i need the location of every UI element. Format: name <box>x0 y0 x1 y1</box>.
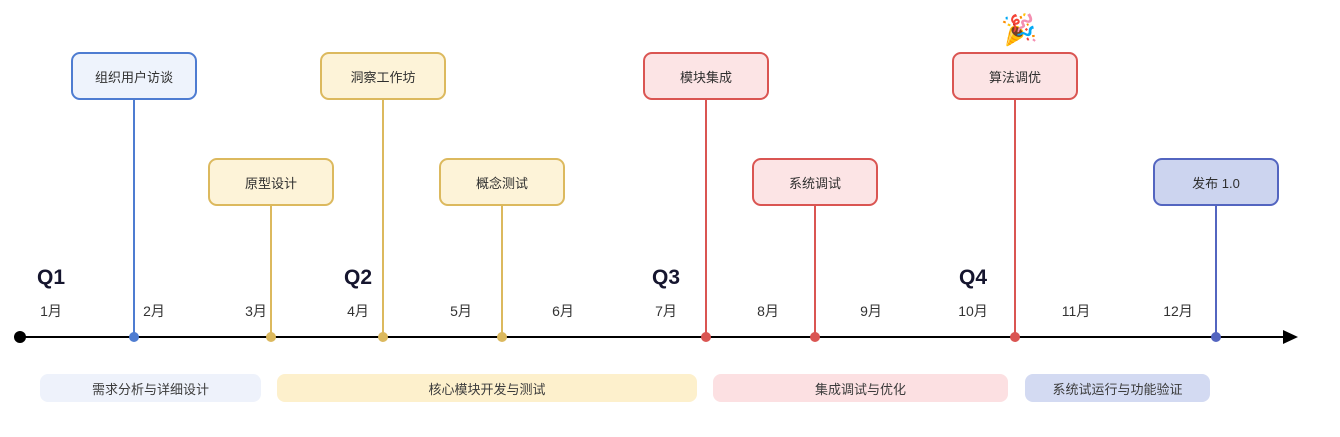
milestone-stem <box>814 205 816 337</box>
month-label: 11月 <box>1061 303 1091 319</box>
phase-bar-integration-optimization: 集成调试与优化 <box>713 374 1008 402</box>
phase-bar-core-development: 核心模块开发与测试 <box>277 374 697 402</box>
milestone-card-insight-workshop: 洞察工作坊 <box>320 52 446 100</box>
month-label: 1月 <box>40 303 62 319</box>
quarter-label-q3: Q3 <box>651 266 680 289</box>
milestone-card-prototype-design: 原型设计 <box>208 158 334 206</box>
milestone-label: 系统调试 <box>788 175 841 191</box>
month-label: 4月 <box>347 303 369 319</box>
month-label: 9月 <box>860 303 882 319</box>
phase-bar-requirements: 需求分析与详细设计 <box>40 374 261 402</box>
milestone-label: 组织用户访谈 <box>94 69 173 85</box>
milestone-stem <box>501 205 503 337</box>
milestone-card-release-1-0: 发布 1.0 <box>1153 158 1279 206</box>
month-label: 8月 <box>757 303 779 319</box>
party-popper-icon: 🎉 <box>999 11 1039 48</box>
milestone-dot <box>1211 332 1221 342</box>
milestone-dot <box>497 332 507 342</box>
phase-label: 集成调试与优化 <box>814 381 906 397</box>
axis-arrow-icon <box>1283 330 1298 344</box>
milestone-label: 模块集成 <box>679 69 732 85</box>
phase-label: 系统试运行与功能验证 <box>1052 381 1183 397</box>
milestone-card-concept-test: 概念测试 <box>439 158 565 206</box>
milestone-stem <box>382 99 384 337</box>
phase-label: 核心模块开发与测试 <box>428 381 546 397</box>
milestone-stem <box>270 205 272 337</box>
month-label: 5月 <box>450 303 472 319</box>
month-label: 10月 <box>958 303 988 319</box>
milestone-label: 原型设计 <box>244 175 297 191</box>
month-label: 3月 <box>245 303 267 319</box>
milestone-dot <box>701 332 711 342</box>
milestone-label: 算法调优 <box>988 69 1041 85</box>
milestone-dot <box>266 332 276 342</box>
quarter-label-q4: Q4 <box>958 266 987 289</box>
month-label: 7月 <box>655 303 677 319</box>
milestone-card-user-interviews: 组织用户访谈 <box>71 52 197 100</box>
milestone-label: 发布 1.0 <box>1192 175 1240 191</box>
axis-start-dot <box>14 331 26 343</box>
milestone-stem <box>705 99 707 337</box>
milestone-card-algorithm-tuning: 算法调优 <box>952 52 1078 100</box>
milestone-dot <box>810 332 820 342</box>
month-label: 6月 <box>552 303 574 319</box>
milestone-stem <box>133 99 135 337</box>
month-label: 12月 <box>1163 303 1193 319</box>
milestone-label: 洞察工作坊 <box>350 69 416 85</box>
timeline-axis <box>20 336 1286 338</box>
milestone-stem <box>1215 205 1217 337</box>
quarter-label-q1: Q1 <box>36 266 65 289</box>
milestone-card-module-integration: 模块集成 <box>643 52 769 100</box>
month-label: 2月 <box>143 303 165 319</box>
milestone-dot <box>378 332 388 342</box>
phase-bar-trial-run-validation: 系统试运行与功能验证 <box>1025 374 1210 402</box>
quarter-label-q2: Q2 <box>343 266 372 289</box>
milestone-dot <box>1010 332 1020 342</box>
milestone-label: 概念测试 <box>475 175 528 191</box>
milestone-dot <box>129 332 139 342</box>
phase-label: 需求分析与详细设计 <box>91 381 209 397</box>
milestone-stem <box>1014 99 1016 337</box>
milestone-card-system-debugging: 系统调试 <box>752 158 878 206</box>
